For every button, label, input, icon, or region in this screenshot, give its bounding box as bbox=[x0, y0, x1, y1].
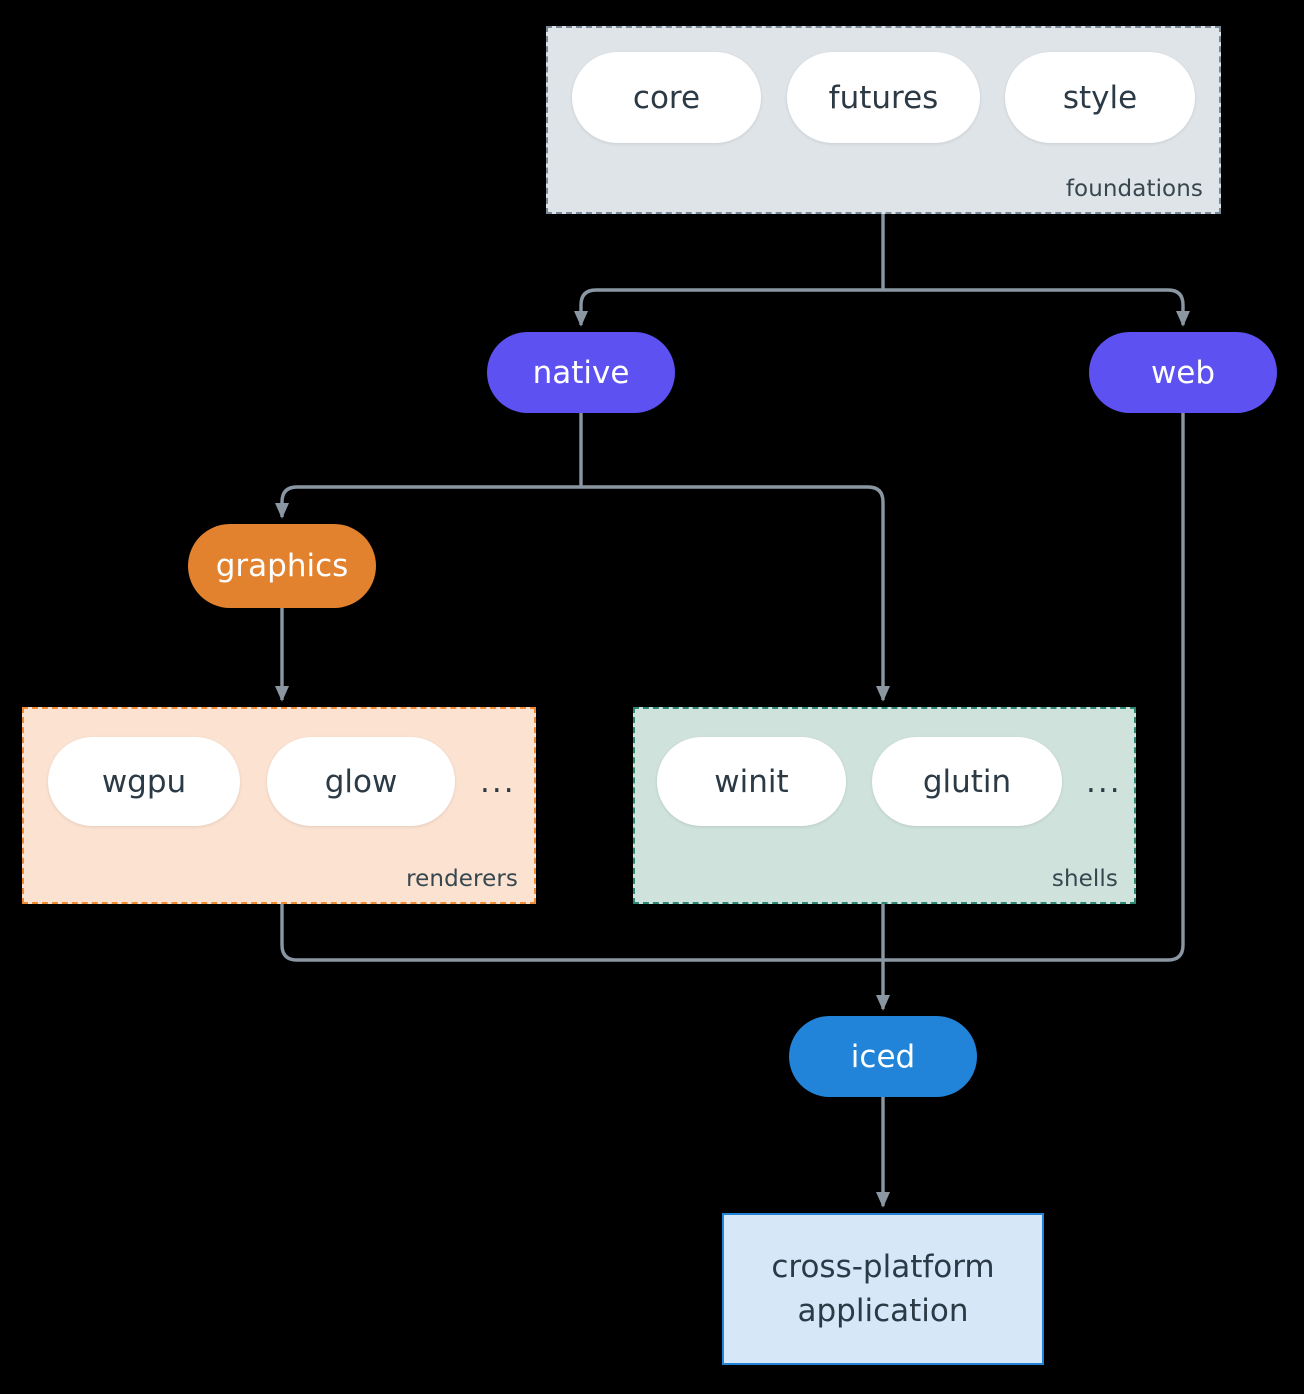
edge-foundations-web bbox=[883, 288, 1191, 327]
output-line-2: application bbox=[797, 1293, 969, 1329]
node-web-label: web bbox=[1150, 354, 1216, 391]
node-iced[interactable]: iced bbox=[789, 1016, 977, 1097]
node-winit[interactable]: winit bbox=[657, 737, 846, 826]
node-futures-label: futures bbox=[828, 79, 939, 116]
cluster-shells-label: shells bbox=[1051, 866, 1118, 892]
cluster-renderers-label: renderers bbox=[406, 866, 518, 892]
edge-native-graphics bbox=[274, 485, 581, 519]
node-glow[interactable]: glow bbox=[267, 737, 455, 826]
node-native-label: native bbox=[532, 354, 630, 391]
node-core[interactable]: core bbox=[572, 52, 761, 143]
node-web[interactable]: web bbox=[1089, 332, 1277, 413]
node-style-label: style bbox=[1062, 79, 1138, 116]
output-line-1: cross-platform bbox=[771, 1248, 995, 1285]
node-style[interactable]: style bbox=[1005, 52, 1195, 143]
node-winit-label: winit bbox=[714, 763, 789, 800]
node-graphics[interactable]: graphics bbox=[188, 524, 376, 608]
node-glutin-label: glutin bbox=[922, 763, 1012, 800]
node-glutin[interactable]: glutin bbox=[872, 737, 1062, 826]
node-iced-label: iced bbox=[850, 1038, 916, 1075]
node-glow-label: glow bbox=[324, 763, 398, 800]
edge-renderers-iced bbox=[280, 904, 883, 962]
edge-foundations-native bbox=[573, 288, 883, 327]
shells-more-ellipsis: ... bbox=[1086, 764, 1122, 800]
node-graphics-label: graphics bbox=[215, 548, 349, 584]
cluster-foundations-label: foundations bbox=[1065, 176, 1203, 202]
node-futures[interactable]: futures bbox=[787, 52, 980, 143]
renderers-more-ellipsis: ... bbox=[480, 764, 516, 800]
node-native[interactable]: native bbox=[487, 332, 675, 413]
node-wgpu[interactable]: wgpu bbox=[48, 737, 240, 826]
node-cross-platform-application[interactable]: cross-platform application bbox=[722, 1213, 1044, 1365]
node-wgpu-label: wgpu bbox=[101, 763, 187, 800]
edge-native-shells bbox=[581, 485, 891, 702]
node-core-label: core bbox=[632, 79, 701, 116]
